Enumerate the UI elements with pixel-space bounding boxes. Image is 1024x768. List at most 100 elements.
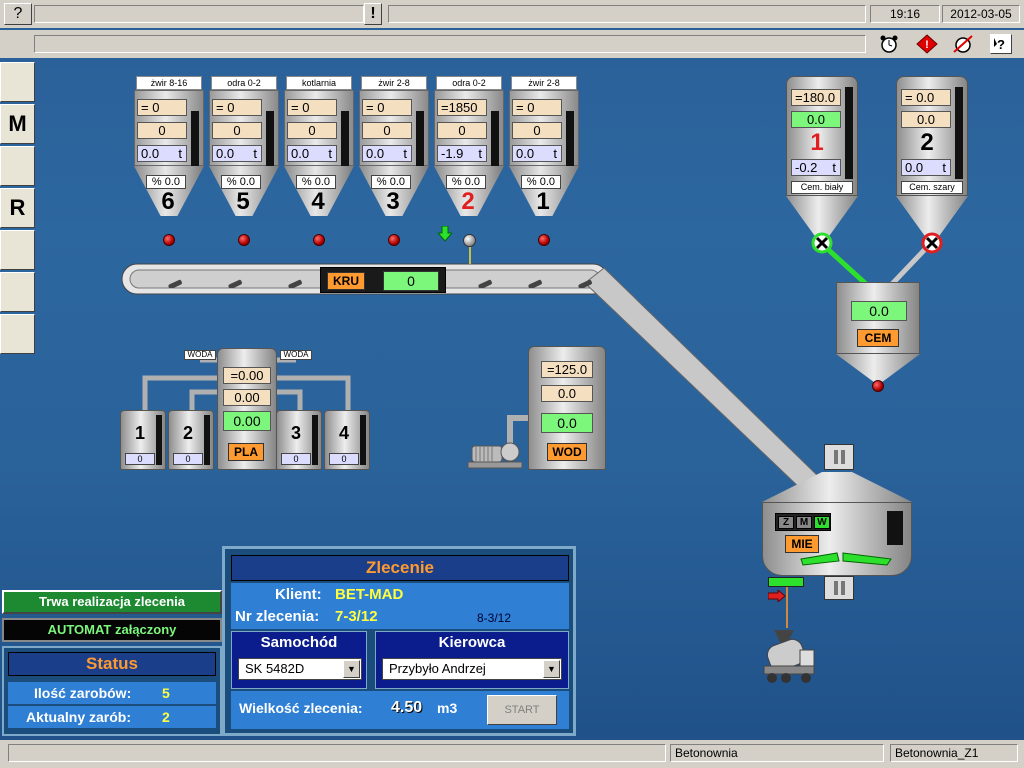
size-value: 4.50 — [391, 699, 423, 716]
bin-target-value: = 0 — [287, 99, 337, 116]
bin-level-bar — [566, 111, 574, 175]
silo-label: Cem. biały — [791, 181, 853, 194]
bin-number: 2 — [461, 188, 475, 215]
bin-weight-unit: t — [253, 146, 257, 161]
bin-label: żwir 8-16 — [136, 76, 202, 90]
chevron-down-icon[interactable]: ▼ — [543, 660, 560, 678]
driver-select[interactable]: Przybyło Andrzej▼ — [382, 658, 562, 680]
bin-dose-value: 0 — [287, 122, 337, 139]
order-nr-label: Nr zlecenia: — [235, 608, 320, 625]
bin-weight-unit: t — [178, 146, 182, 161]
rotary-valve-icon[interactable] — [921, 232, 943, 254]
silo-dose-value: 0.0 — [901, 111, 951, 128]
current-batch-row: Aktualny zarób: 2 — [8, 706, 216, 728]
order-size-row: Wielkość zlecenia: 4.50 m3 START — [231, 691, 569, 729]
warning-diamond-icon[interactable]: ! — [916, 34, 938, 54]
conveyor-label: KRU — [327, 272, 365, 290]
bin-target-value: = 0 — [362, 99, 412, 116]
tank-value: 0 — [173, 453, 203, 465]
context-help-icon[interactable]: ? — [990, 34, 1012, 54]
bin-weight-unit: t — [478, 146, 482, 161]
tank-level-bar — [156, 415, 162, 465]
mixer-bottom-pause-button[interactable] — [824, 576, 854, 600]
mixer-truck-icon — [760, 626, 816, 686]
water-value-3: 0.00 — [223, 411, 271, 431]
bin-percent: % 0.0 — [296, 175, 336, 189]
woda-label-2: WODA — [280, 350, 312, 360]
top-status-bar: ? ! 19:16 2012-03-05 — [0, 0, 1024, 28]
side-button-7[interactable] — [0, 314, 35, 354]
side-button-m[interactable]: M — [0, 104, 35, 144]
bin-valve-indicator — [538, 234, 550, 246]
wod-tank: =125.0 0.0 0.0 WOD — [528, 346, 606, 470]
car-label: Samochód — [260, 634, 338, 651]
start-button[interactable]: START — [487, 695, 557, 725]
silo-target-value: =180.0 — [791, 89, 841, 106]
bin-weight-value: 0.0 — [516, 146, 535, 161]
conveyor-display: KRU 0 — [320, 267, 446, 293]
bin-weight-value: 0.0 — [366, 146, 385, 161]
size-label: Wielkość zlecenia: — [239, 700, 363, 716]
bin-number: 5 — [236, 188, 250, 215]
alert-button[interactable]: ! — [364, 3, 382, 25]
bin-number: 3 — [386, 188, 400, 215]
help-button[interactable]: ? — [4, 3, 32, 25]
alarm-off-icon[interactable] — [952, 34, 974, 54]
chevron-down-icon[interactable]: ▼ — [343, 660, 360, 678]
bin-weight-value: 0.0 — [141, 146, 160, 161]
tank-number: 3 — [290, 423, 301, 443]
silo-weight-value: 0.0 — [905, 160, 924, 175]
status-panel: Status Ilość zarobów: 5 Aktualny zarób: … — [2, 646, 222, 736]
bin-level-bar — [266, 111, 274, 175]
mixer-body: Z M W MIE — [762, 502, 912, 576]
mixer-top-pause-button[interactable] — [824, 444, 854, 470]
woda-label-1: WODA — [184, 350, 216, 360]
silo-level-bar — [955, 87, 963, 179]
bin-label: żwir 2-8 — [361, 76, 427, 90]
car-select[interactable]: SK 5482D ▼ — [238, 658, 362, 680]
tank-level-bar — [312, 415, 318, 465]
time-display: 19:16 — [870, 5, 940, 23]
bin-target-value: = 0 — [512, 99, 562, 116]
bin-percent: % 0.0 — [371, 175, 411, 189]
side-button-r[interactable]: R — [0, 188, 35, 228]
mixer-mode-z: Z — [778, 516, 794, 529]
side-button-3[interactable] — [0, 146, 35, 186]
side-button-1[interactable] — [0, 62, 35, 102]
tank-number: 4 — [338, 423, 349, 443]
water-scale-tank: =0.00 0.00 0.00 PLA — [217, 348, 277, 470]
alarm-clock-icon[interactable] — [878, 34, 900, 54]
status-title: Status — [8, 652, 216, 676]
mixer-mode-m: M — [796, 516, 812, 529]
client-label: Klient: — [275, 586, 322, 603]
bin-label: kotlarnia — [286, 76, 352, 90]
bin-target-value: = 0 — [212, 99, 262, 116]
alert-field — [388, 5, 866, 23]
side-button-6[interactable] — [0, 272, 35, 312]
mie-label: MIE — [785, 535, 819, 553]
bin-dose-value: 0 — [437, 122, 487, 139]
info-field — [34, 35, 866, 53]
side-button-5[interactable] — [0, 230, 35, 270]
bin-weight-value: 0.0 — [291, 146, 310, 161]
bin-dose-value: 0 — [362, 122, 412, 139]
bin-dose-value: 0 — [212, 122, 262, 139]
bin-number: 6 — [161, 188, 175, 215]
rotary-valve-icon[interactable] — [811, 232, 833, 254]
car-value: SK 5482D — [245, 661, 305, 676]
bin-valve-indicator — [388, 234, 400, 246]
batches-row: Ilość zarobów: 5 — [8, 682, 216, 704]
tank-value: 0 — [125, 453, 155, 465]
wod-value-2: 0.0 — [541, 385, 593, 402]
